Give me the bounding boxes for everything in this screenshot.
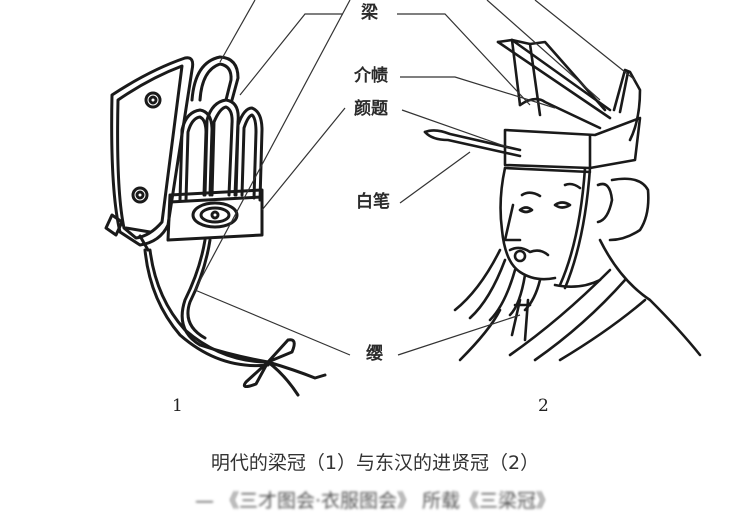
figure-caption: 明代的梁冠（1）与东汉的进贤冠（2）	[210, 452, 540, 474]
label-baibi: 白笔	[356, 192, 390, 212]
hat-diagram	[104, 0, 702, 397]
label-yanti: 颜题	[354, 99, 388, 119]
leader-lines	[194, 0, 636, 356]
ming-liangguan-illustration	[104, 55, 327, 397]
han-jinxianguan-illustration	[423, 38, 702, 362]
label-liang: 梁	[361, 3, 378, 23]
label-jieze: 介帻	[354, 66, 388, 86]
figure-number-1: 1	[172, 396, 183, 416]
label-ying: 缨	[366, 344, 383, 364]
figure-number-2: 2	[538, 396, 549, 416]
